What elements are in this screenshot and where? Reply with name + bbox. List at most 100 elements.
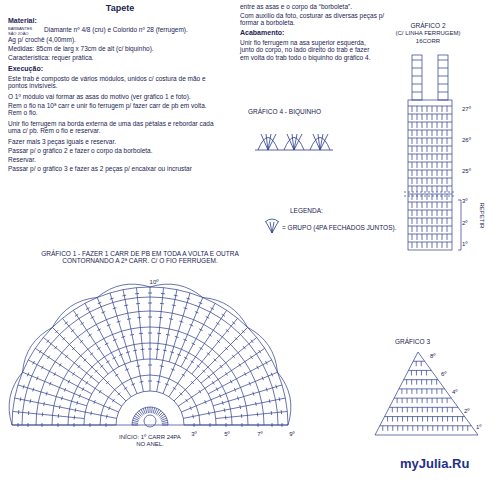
stitch-tick [276, 385, 277, 389]
stitch-tick [43, 402, 45, 406]
stitch-tick [135, 293, 139, 294]
page-title: Tapete [60, 3, 180, 13]
stitch-tick [148, 293, 152, 294]
stitch-tick [271, 373, 273, 377]
stitch-column [18, 385, 87, 406]
stitch-mark [432, 162, 433, 168]
stitch-mark [417, 417, 418, 422]
stitch-mark [447, 122, 448, 128]
chart-row-arc [116, 391, 184, 425]
stitch-tick [41, 366, 43, 370]
stitch-mark [416, 380, 417, 385]
stitch-tick [185, 399, 187, 402]
stitch-mark [447, 154, 448, 160]
stitch-tick [160, 365, 164, 367]
stitch-column [28, 360, 91, 394]
stitch-tick [139, 333, 143, 334]
stitch-tick [262, 376, 264, 380]
row-line [408, 202, 452, 203]
stitch-mark [457, 417, 458, 422]
row-line [408, 154, 452, 155]
row-line [408, 138, 452, 139]
stitch-tick [133, 350, 137, 352]
stitch-tick [195, 312, 199, 314]
instruction-text: Fazer mais 3 peças iguais e reservar. [8, 138, 220, 145]
stitch-mark [422, 210, 423, 216]
stitch-column [73, 310, 131, 396]
stitch-tick [180, 392, 183, 395]
row-line [412, 60, 422, 61]
stitch-mark [412, 398, 413, 403]
stitch-tick [115, 374, 118, 376]
stitch-mark [442, 398, 443, 403]
stitch-mark [437, 106, 438, 112]
stitch-tick [55, 330, 58, 333]
stitch-mark [422, 194, 423, 200]
stitch-mark [447, 234, 448, 240]
stitch-tick [78, 365, 81, 368]
stitch-tick [279, 397, 281, 401]
stitch-tick [157, 381, 161, 383]
stitch-tick [75, 408, 77, 412]
stitch-mark [432, 122, 433, 128]
stitch-tick [191, 381, 194, 384]
stitch-tick [199, 347, 202, 349]
stitch-mark [318, 134, 320, 150]
measure-text: Medidas: 85cm de larg x 73cm de alt (c/ … [8, 45, 223, 52]
stitch-column [150, 287, 151, 391]
stitch-mark [432, 426, 433, 431]
stitch-mark [417, 426, 418, 431]
stitch-tick [250, 356, 252, 359]
stitch-tick [37, 376, 39, 380]
stitch-mark [392, 417, 393, 422]
stitch-tick [117, 321, 121, 322]
stitch-mark [426, 370, 427, 375]
stitch-mark [411, 389, 412, 394]
stitch-mark [287, 134, 294, 150]
stitch-tick [192, 414, 194, 418]
stitch-tick [112, 357, 116, 359]
stitch-tick [253, 392, 254, 396]
stitch-tick [137, 317, 141, 318]
stitch-mark [447, 218, 448, 224]
stitch-mark [412, 170, 413, 176]
stitch-column [157, 290, 177, 392]
stitch-mark [447, 426, 448, 431]
stitch-mark [462, 417, 463, 422]
stitch-tick [107, 324, 111, 326]
break-line [404, 196, 456, 197]
stitch-mark [437, 114, 438, 120]
stitch-mark [132, 422, 138, 424]
stitch-tick [100, 365, 103, 368]
stitch-mark [427, 106, 428, 112]
stitch-mark [437, 162, 438, 168]
stitch-mark [432, 154, 433, 160]
row-number: 26º [462, 137, 482, 144]
stitch-tick [20, 397, 22, 401]
stitch-tick [222, 314, 225, 316]
stitch-column [213, 385, 282, 406]
row-line [408, 186, 452, 187]
stitch-mark [457, 426, 458, 431]
stitch-tick [23, 385, 24, 389]
stitch-mark [412, 234, 413, 240]
stitch-mark [427, 138, 428, 144]
stitch-mark [417, 130, 418, 136]
row-line [389, 407, 458, 408]
stitch-tick [47, 356, 49, 359]
stitch-tick [190, 406, 192, 410]
stitch-mark [422, 218, 423, 224]
row-line [408, 218, 452, 219]
stitch-mark [442, 178, 443, 184]
stitch-tick [199, 390, 201, 393]
stitch-tick [241, 414, 242, 418]
group-symbol [265, 219, 279, 222]
material-text: Diamante nº 4/8 (cru) e Colorido nº 28 (… [44, 26, 234, 33]
stitch-column [208, 360, 271, 394]
row-line [408, 242, 452, 243]
stitch-column [23, 372, 119, 412]
stitch-mark [417, 242, 418, 248]
break-line [404, 192, 456, 193]
stitch-tick [33, 388, 34, 392]
